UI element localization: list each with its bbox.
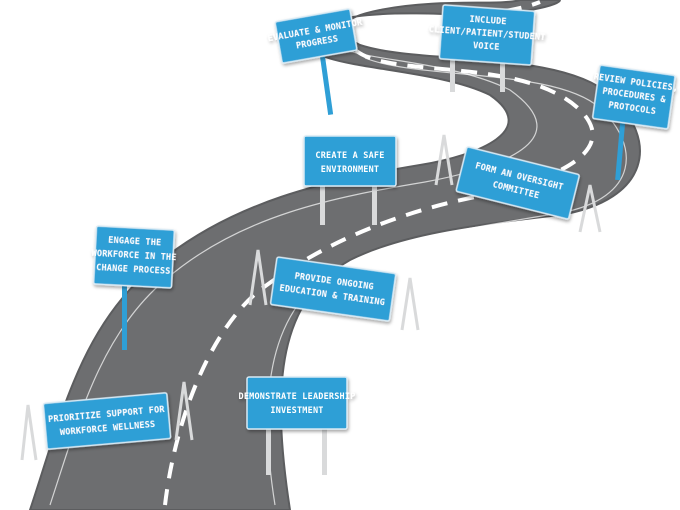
sign-post (319, 54, 334, 115)
sign-label: Workforce in the (91, 249, 177, 263)
sign-board (438, 4, 536, 66)
sign-stand (434, 134, 602, 233)
sign-post (320, 180, 325, 225)
sign-post (266, 420, 271, 475)
sign-post (372, 180, 377, 225)
sign-post (500, 50, 505, 92)
sign-engage-workforce: Engage the Workforce in the Change Proce… (91, 225, 177, 350)
sign-include-client-voice: Include Client/Patient/Student Voice (428, 4, 546, 92)
sign-label: Change Process (96, 263, 171, 277)
sign-provide-education-training: Provide Ongoing Education & Training (248, 249, 420, 331)
sign-post (122, 270, 127, 350)
sign-stand (248, 249, 420, 331)
sign-label: Create a Safe (315, 151, 384, 161)
sign-board (591, 64, 676, 130)
sign-label: Engage the (108, 236, 162, 249)
sign-create-safe-environment: Create a Safe Environment (303, 135, 397, 225)
sign-board (274, 8, 358, 64)
lane-marking (163, 0, 595, 506)
sign-board (42, 392, 172, 450)
sign-evaluate-monitor-progress: Evaluate & Monitor Progress (267, 8, 364, 115)
sign-prioritize-workforce-wellness: Prioritize Support for Workforce Wellnes… (20, 381, 194, 461)
sign-board (303, 135, 397, 187)
sign-post (322, 420, 327, 475)
sign-label: Demonstrate Leadership (239, 392, 356, 402)
sign-label: Investment (270, 406, 323, 416)
sign-label: Environment (321, 165, 380, 175)
sign-board (246, 376, 348, 430)
sign-form-oversight-committee: Form an Oversight Committee (434, 134, 602, 233)
sign-review-policies: Review Policies, Procedures & Protocols (591, 64, 679, 181)
sign-board (92, 225, 176, 289)
sign-post (450, 50, 455, 92)
sign-label: Voice (473, 41, 500, 53)
sign-stand (20, 381, 194, 461)
sign-post (615, 114, 626, 181)
sign-demonstrate-leadership: Demonstrate Leadership Investment (239, 376, 356, 475)
sign-board (269, 256, 397, 322)
sign-label: Include (469, 15, 507, 28)
sign-board (455, 146, 580, 220)
